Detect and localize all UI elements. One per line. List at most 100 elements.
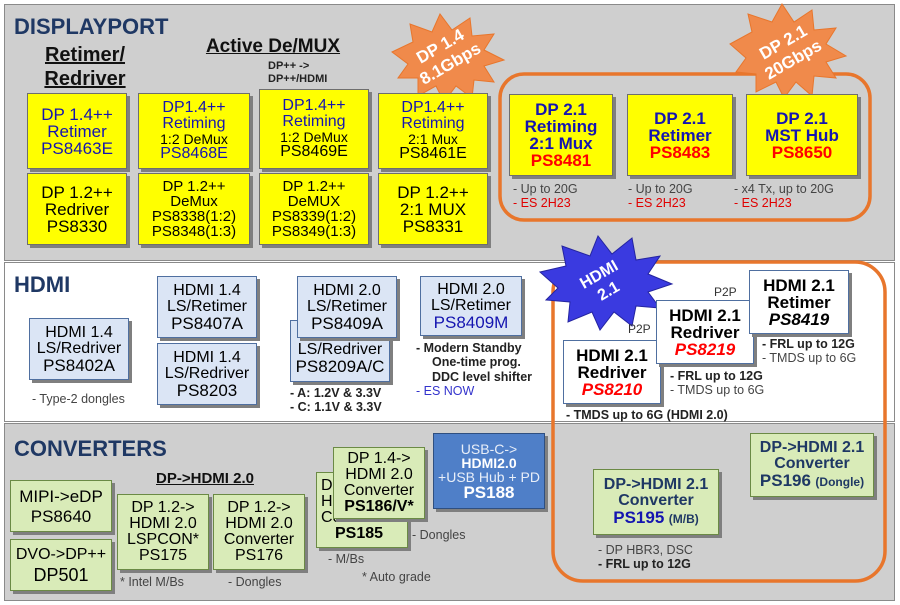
ps8461e-box[interactable]: DP1.4++ Retiming 2:1 Mux PS8461E: [378, 93, 488, 169]
ps8469e-line1: DP1.4++: [282, 97, 346, 114]
ps8650-note2: - ES 2H23: [734, 196, 792, 211]
ps8409a-part: PS8409A: [311, 313, 383, 333]
ps8481-box[interactable]: DP 2.1 Retiming 2:1 Mux PS8481: [509, 94, 613, 176]
dp501-box[interactable]: DVO->DP++ DP501: [10, 539, 112, 591]
ps8209a-part: PS8209A/C: [295, 356, 385, 376]
p2p-label-2: P2P: [714, 285, 737, 299]
ps186-part: PS186/V*: [344, 498, 414, 515]
dp14-burst: [391, 13, 506, 103]
ps8469e-line2: Retiming: [282, 113, 346, 130]
ps8483-note1: - Up to 20G: [628, 182, 693, 196]
ps196-qualifier: (Dongle): [815, 475, 865, 489]
ps8331-line1: DP 1.2++: [397, 182, 469, 202]
ps8483-box[interactable]: DP 2.1 Retimer PS8483: [627, 94, 733, 176]
ps8468e-box[interactable]: DP1.4++ Retiming 1:2 DeMux PS8468E: [138, 93, 250, 169]
ps8330-box[interactable]: DP 1.2++ Redriver PS8330: [27, 173, 127, 245]
ps196-box[interactable]: DP->HDMI 2.1 Converter PS196 (Dongle): [750, 433, 874, 497]
ps8338-box[interactable]: DP 1.2++ DeMux PS8338(1:2) PS8348(1:3): [138, 173, 250, 245]
ps8469e-box[interactable]: DP1.4++ Retiming 1:2 DeMux PS8469E: [259, 89, 369, 169]
ps188-line2: HDMI2.0: [461, 454, 517, 471]
ps8640-box[interactable]: MIPI->eDP PS8640: [10, 480, 112, 532]
ps8481-notes: - Up to 20G - ES 2H23: [513, 182, 578, 211]
ps8407a-box[interactable]: HDMI 1.4 LS/Retimer PS8407A: [157, 276, 257, 338]
ps8339-part2: PS8349(1:3): [271, 223, 357, 240]
ps188-line3: +USB Hub + PD: [438, 468, 540, 485]
ps8219-note1: - FRL up to 12G: [670, 369, 763, 383]
ps8650-part: PS8650: [771, 142, 833, 162]
ps186-line3: Converter: [343, 482, 415, 499]
ps8409a-line2: LS/Retimer: [306, 297, 388, 315]
ps8402a-box[interactable]: HDMI 1.4 LS/Redriver PS8402A: [29, 318, 129, 380]
ps196-part: PS196: [759, 471, 811, 490]
ps8402a-note: - Type-2 dongles: [32, 392, 125, 406]
ps8463e-part: PS8463E: [41, 138, 113, 158]
ps8409m-box[interactable]: HDMI 2.0 LS/Retimer PS8409M: [420, 276, 522, 336]
ps186-box[interactable]: DP 1.4-> HDMI 2.0 Converter PS186/V*: [333, 447, 425, 519]
ps8210-box[interactable]: HDMI 2.1 Redriver PS8210: [563, 340, 661, 404]
ps8461e-line1: DP1.4++: [401, 99, 465, 116]
ps8419-box[interactable]: HDMI 2.1 Retimer PS8419: [749, 270, 849, 334]
ps8331-box[interactable]: DP 1.2++ 2:1 MUX PS8331: [378, 173, 488, 245]
ps186-note: - Dongles: [412, 528, 466, 542]
ps176-line1: DP 1.2->: [227, 499, 291, 516]
ps188-line1: USB-C->: [460, 440, 518, 457]
ps8339-line1: DP 1.2++: [282, 178, 346, 195]
ps175-line2: HDMI 2.0: [129, 515, 197, 532]
ps8203-line2: LS/Redriver: [164, 364, 250, 382]
ps8461e-line3: 2:1 Mux: [408, 131, 458, 147]
ps175-box[interactable]: DP 1.2-> HDMI 2.0 LSPCON* PS175: [117, 494, 209, 570]
dp21-burst: [729, 3, 848, 99]
ps176-line3: Converter: [223, 531, 295, 548]
ps8419-line2: Retimer: [767, 292, 831, 312]
ps176-line2: HDMI 2.0: [225, 515, 293, 532]
ps195-line1: DP->HDMI 2.1: [603, 476, 709, 493]
retimer-subtitle: Retimer/: [44, 44, 126, 66]
ps8210-note: - TMDS up to 6G (HDMI 2.0): [566, 408, 728, 422]
converters-title: CONVERTERS: [14, 436, 167, 461]
ps8331-line2: 2:1 MUX: [399, 199, 467, 219]
ps8219-notes: - FRL up to 12G - TMDS up to 6G: [670, 369, 764, 398]
ps8407a-part: PS8407A: [171, 313, 243, 333]
ps8468e-part: PS8468E: [160, 145, 228, 162]
ps188-box[interactable]: USB-C-> HDMI2.0 +USB Hub + PD PS188: [433, 433, 545, 509]
ps195-note2: - FRL up to 12G: [598, 557, 691, 572]
ps175-part: PS175: [138, 547, 188, 564]
ps8209a-note2: - C: 1.1V & 3.3V: [290, 400, 382, 415]
ps8469e-part: PS8469E: [280, 143, 348, 160]
ps8203-part: PS8203: [176, 380, 238, 400]
ps8409m-note3: DDC level shifter: [432, 369, 533, 384]
p2p-label-1: P2P: [628, 322, 651, 336]
ps8419-note1: - FRL up to 12G: [762, 337, 855, 351]
ps195-box[interactable]: DP->HDMI 2.1 Converter PS195 (M/B): [593, 469, 719, 535]
ps8210-part: PS8210: [581, 379, 643, 399]
ps8650-box[interactable]: DP 2.1 MST Hub PS8650: [746, 94, 858, 176]
ps8402a-line1: HDMI 1.4: [45, 323, 113, 341]
ps176-note: - Dongles: [228, 575, 282, 589]
ps8409m-line2: LS/Retimer: [430, 296, 512, 314]
ps8409m-note4: - ES NOW: [416, 384, 475, 399]
ps176-box[interactable]: DP 1.2-> HDMI 2.0 Converter PS176: [213, 494, 305, 570]
hdmi21-burst: [538, 235, 674, 331]
ps8219-box[interactable]: HDMI 2.1 Redriver PS8219: [656, 300, 754, 364]
ps8407a-line1: HDMI 1.4: [173, 281, 241, 299]
ps8330-part: PS8330: [46, 216, 108, 236]
ps8203-line1: HDMI 1.4: [173, 348, 241, 366]
ps8650-notes: - x4 Tx, up to 20G - ES 2H23: [734, 182, 834, 211]
ps8483-note2: - ES 2H23: [628, 196, 686, 211]
demux-note-line1: DP++ ->: [268, 60, 310, 72]
ps8481-note1: - Up to 20G: [513, 182, 578, 196]
ps8483-line2: Retimer: [648, 125, 712, 145]
ps8468e-line2: Retiming: [162, 115, 226, 132]
ps8339-box[interactable]: DP 1.2++ DeMUX PS8339(1:2) PS8349(1:3): [259, 173, 369, 245]
ps8409a-box[interactable]: HDMI 2.0 LS/Retimer PS8409A: [297, 276, 397, 338]
ps188-part: PS188: [463, 482, 515, 502]
ps8463e-box[interactable]: DP 1.4++ Retimer PS8463E: [27, 93, 127, 169]
ps8461e-line2: Retiming: [401, 115, 465, 132]
ps186-line1: DP 1.4->: [347, 450, 411, 467]
ps195-line2: Converter: [618, 492, 694, 509]
displayport-title: DISPLAYPORT: [14, 14, 169, 39]
ps8203-box[interactable]: HDMI 1.4 LS/Redriver PS8203: [157, 343, 257, 405]
ps8650-line1: DP 2.1: [776, 108, 828, 128]
ps8338-line2: DeMux: [170, 193, 218, 210]
ps8409m-part: PS8409M: [433, 312, 509, 332]
